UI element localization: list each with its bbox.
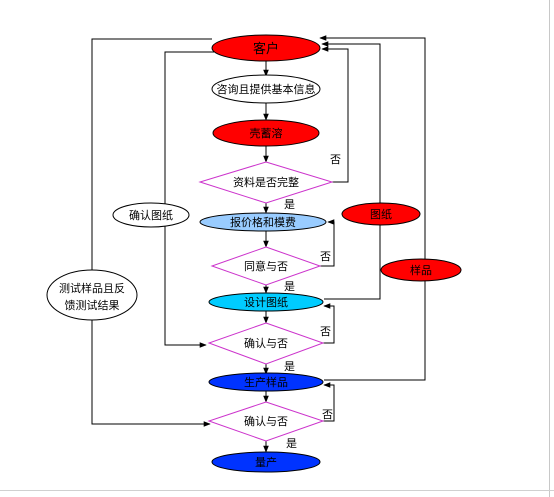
node-produce-sample: 生产样品 xyxy=(208,372,324,392)
side-node-confirm-drawing: 确认图纸 xyxy=(112,202,190,228)
frame-bottom-border xyxy=(0,490,554,491)
edge-check1-no-loop xyxy=(321,46,349,183)
node-inquiry: 咨询且提供基本信息 xyxy=(211,74,321,104)
node-sales: 壳蓄溶 xyxy=(212,119,320,147)
side-node-test-feedback: 测试样品且反 馈测试结果 xyxy=(46,269,138,321)
side-node-sample-label: 样品 xyxy=(410,263,432,277)
node-complete-check-label: 资料是否完整 xyxy=(233,175,299,189)
side-node-sample: 样品 xyxy=(380,258,462,282)
node-design-label: 设计图纸 xyxy=(244,296,288,309)
edge-test-feedback xyxy=(91,38,212,427)
node-quote: 报价格和模费 xyxy=(199,212,327,232)
node-mass-production: 量产 xyxy=(211,451,321,473)
side-node-test-feedback-line1: 测试样品且反 xyxy=(59,281,125,295)
node-sales-label: 壳蓄溶 xyxy=(250,126,283,140)
edge-label-yes-1: 是 xyxy=(284,198,295,211)
node-complete-check: 资料是否完整 xyxy=(198,161,334,204)
node-confirm-check-2: 确认与否 xyxy=(207,401,325,442)
edge-drawing-to-customer xyxy=(321,41,381,300)
node-quote-label: 报价格和模费 xyxy=(230,215,296,229)
node-produce-sample-label: 生产样品 xyxy=(244,375,288,389)
node-agree-check: 同意与否 xyxy=(210,246,322,286)
node-customer: 客户 xyxy=(211,34,321,62)
edge-check3-no-loop xyxy=(323,303,335,344)
edge-label-no-1: 否 xyxy=(330,153,341,166)
node-confirm-check-1-label: 确认与否 xyxy=(244,337,288,350)
frame-right-border xyxy=(549,0,550,497)
side-node-drawing: 图纸 xyxy=(341,202,421,226)
edge-check2-no-loop xyxy=(320,219,335,267)
edge-check4-no-loop xyxy=(323,382,335,422)
edge-label-yes-4: 是 xyxy=(286,437,297,450)
node-customer-label: 客户 xyxy=(253,41,279,57)
connectors xyxy=(91,35,426,453)
side-node-test-feedback-line2: 馈测试结果 xyxy=(65,299,120,312)
edge-label-no-2: 否 xyxy=(320,250,331,263)
node-agree-check-label: 同意与否 xyxy=(244,259,288,273)
edge-label-no-3: 否 xyxy=(320,325,331,338)
node-inquiry-label: 咨询且提供基本信息 xyxy=(217,82,316,96)
node-design: 设计图纸 xyxy=(208,292,324,312)
edge-sample-to-customer xyxy=(319,35,426,381)
edge-label-yes-2: 是 xyxy=(284,280,295,293)
node-confirm-check-1: 确认与否 xyxy=(207,322,325,365)
edge-label-no-4: 否 xyxy=(322,408,333,421)
side-node-drawing-label: 图纸 xyxy=(370,208,392,221)
side-node-confirm-drawing-label: 确认图纸 xyxy=(129,209,173,222)
edge-confirm-drawing xyxy=(164,51,214,348)
edge-labels: 否 是 否 是 否 是 否 是 xyxy=(284,153,341,450)
node-confirm-check-2-label: 确认与否 xyxy=(244,415,288,428)
node-mass-production-label: 量产 xyxy=(255,455,277,469)
edge-label-yes-3: 是 xyxy=(284,360,295,373)
